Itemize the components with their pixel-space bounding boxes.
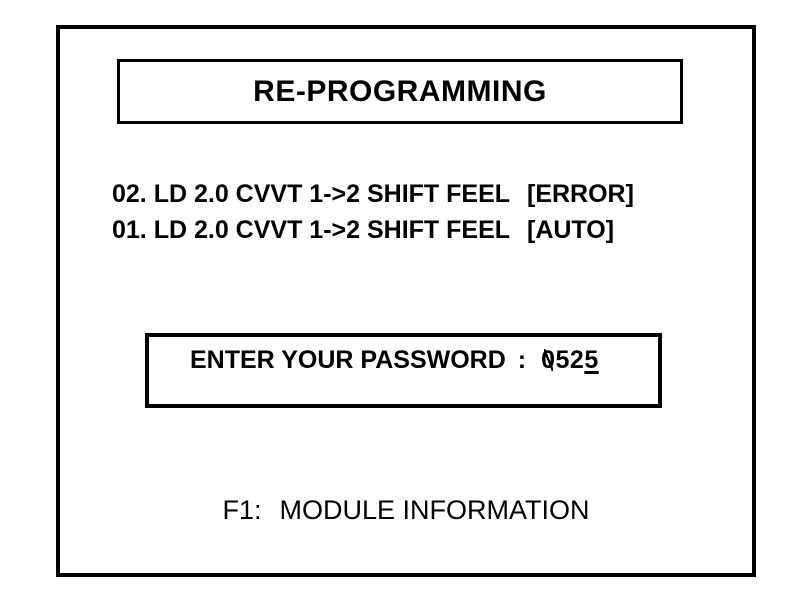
password-box: ENTER YOUR PASSWORD : 0525	[145, 333, 662, 408]
f1-key-label: F1:	[222, 495, 262, 525]
title-box: RE-PROGRAMMING	[117, 59, 683, 124]
f1-action-label: MODULE INFORMATION	[279, 495, 590, 525]
module-status-badge: [ERROR]	[527, 180, 634, 208]
screen-frame: RE-PROGRAMMING 02. LD 2.0 CVVT 1->2 SHIF…	[56, 25, 756, 577]
module-status-badge: [AUTO]	[527, 216, 615, 244]
password-label: ENTER YOUR PASSWORD	[190, 346, 506, 374]
module-list-item-01[interactable]: 01. LD 2.0 CVVT 1->2 SHIFT FEEL [AUTO]	[112, 216, 732, 246]
footer-key-hint[interactable]: F1: MODULE INFORMATION	[60, 495, 752, 526]
password-line: ENTER YOUR PASSWORD : 0525	[190, 346, 599, 375]
page-title: RE-PROGRAMMING	[253, 74, 547, 108]
module-label: 02. LD 2.0 CVVT 1->2 SHIFT FEEL	[112, 180, 511, 208]
password-separator: :	[517, 346, 527, 374]
module-list-item-02[interactable]: 02. LD 2.0 CVVT 1->2 SHIFT FEEL [ERROR]	[112, 180, 732, 210]
password-input[interactable]: 0525	[541, 346, 599, 374]
module-label: 01. LD 2.0 CVVT 1->2 SHIFT FEEL	[112, 216, 511, 244]
